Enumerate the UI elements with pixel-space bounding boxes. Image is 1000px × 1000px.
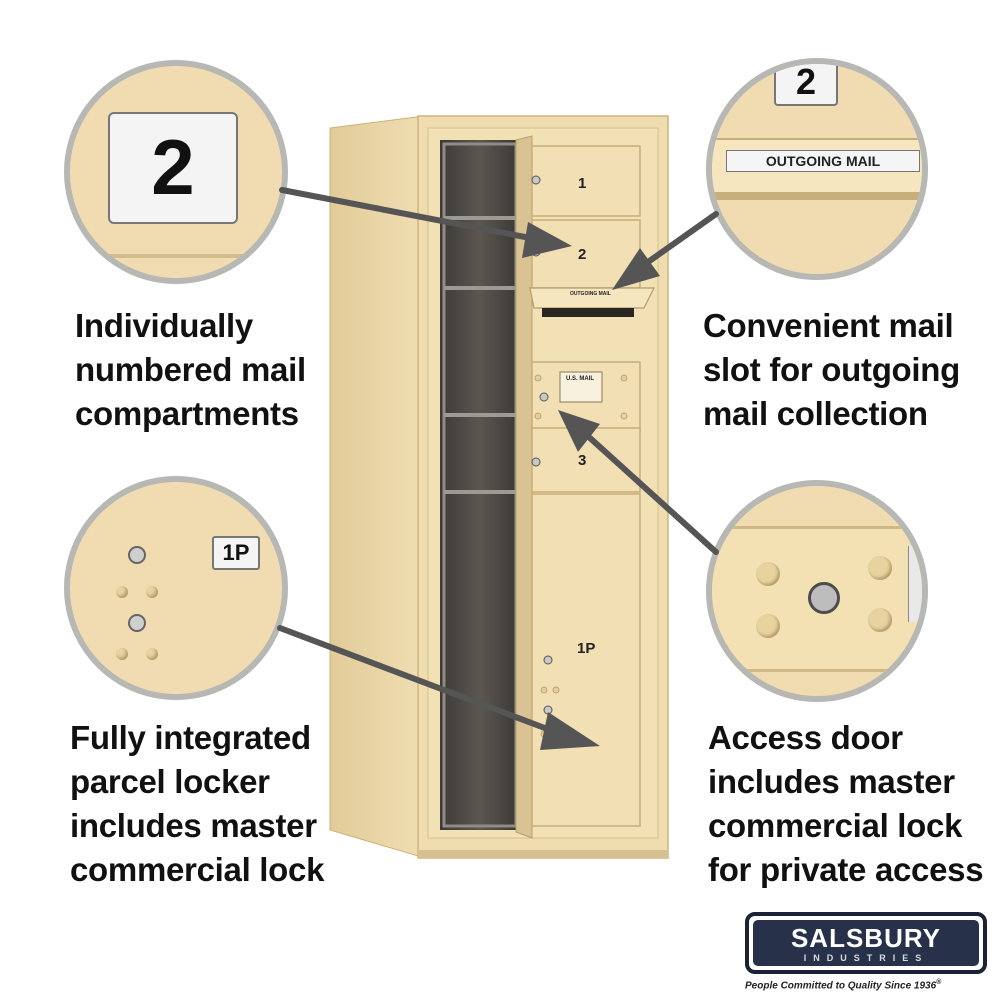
compartment-number: 2 [151, 123, 195, 211]
bolt-icon [116, 586, 128, 598]
caption-access-door: Access door includes master commercial l… [708, 716, 984, 892]
brand-tagline: People Committed to Quality Since 1936® [745, 979, 1000, 991]
compartment-2-label: 2 [578, 246, 587, 263]
lock-upper-icon [128, 546, 146, 564]
outgoing-mail-plate: OUTGOING MAIL [726, 150, 920, 172]
outgoing-slot-label: OUTGOING MAIL [570, 291, 611, 297]
salsbury-logo: SALSBURY INDUSTRIES [745, 912, 987, 974]
slot-shadow [712, 192, 922, 200]
parcel-tag: 1P [212, 536, 260, 570]
outgoing-number: 2 [795, 61, 817, 102]
caption-line: includes master [708, 763, 955, 800]
bolt-icon [756, 562, 780, 586]
compartment-3-label: 3 [578, 452, 587, 469]
logo-badge: SALSBURY INDUSTRIES [753, 920, 979, 966]
parcel-tag-text: 1P [222, 540, 250, 565]
caption-line: numbered mail [75, 351, 306, 388]
registered-mark: ® [936, 979, 942, 986]
mailbox-cabinet [329, 115, 669, 859]
compartment-number-tag: 2 [108, 112, 238, 224]
caption-outgoing-slot: Convenient mail slot for outgoing mail c… [703, 304, 960, 436]
parcel-locker-label: 1P [577, 640, 596, 657]
bolt-icon [868, 556, 892, 580]
zoom-circle-access [706, 480, 928, 702]
tagline-text: People Committed to Quality Since 1936 [745, 980, 937, 992]
zoom-circle-number: 2 [64, 60, 288, 284]
outgoing-number-tag: 2 [774, 61, 838, 106]
caption-line: compartments [75, 395, 299, 432]
bolt-icon [146, 648, 158, 660]
lock-lower-icon [128, 614, 146, 632]
caption-line: includes master [70, 807, 317, 844]
caption-line: commercial lock [70, 851, 325, 888]
bolt-icon [868, 608, 892, 632]
zoom-circle-parcel: 1P [64, 476, 288, 700]
access-plate-edge [908, 546, 922, 622]
caption-line: parcel locker [70, 763, 270, 800]
caption-numbered-compartments: Individually numbered mail compartments [75, 304, 306, 436]
compartment-1-label: 1 [578, 175, 587, 192]
caption-line: Individually [75, 307, 253, 344]
outgoing-mail-text: OUTGOING MAIL [765, 153, 881, 169]
caption-line: Convenient mail [703, 307, 954, 344]
master-lock-icon [808, 582, 840, 614]
logo-name: SALSBURY [790, 923, 942, 953]
compartment-edge [70, 254, 282, 258]
bolt-icon [756, 614, 780, 638]
caption-line: Fully integrated [70, 719, 311, 756]
logo-subtitle: INDUSTRIES [803, 953, 929, 963]
caption-line: mail collection [703, 395, 928, 432]
zoom-circle-outgoing: 2 OUTGOING MAIL [706, 58, 928, 280]
bolt-icon [146, 586, 158, 598]
access-door-plate-label: U.S. MAIL [566, 376, 594, 382]
bolt-icon [116, 648, 128, 660]
caption-line: commercial lock [708, 807, 963, 844]
caption-parcel-locker: Fully integrated parcel locker includes … [70, 716, 324, 892]
caption-line: Access door [708, 719, 903, 756]
caption-line: slot for outgoing [703, 351, 960, 388]
caption-line: for private access [708, 851, 984, 888]
